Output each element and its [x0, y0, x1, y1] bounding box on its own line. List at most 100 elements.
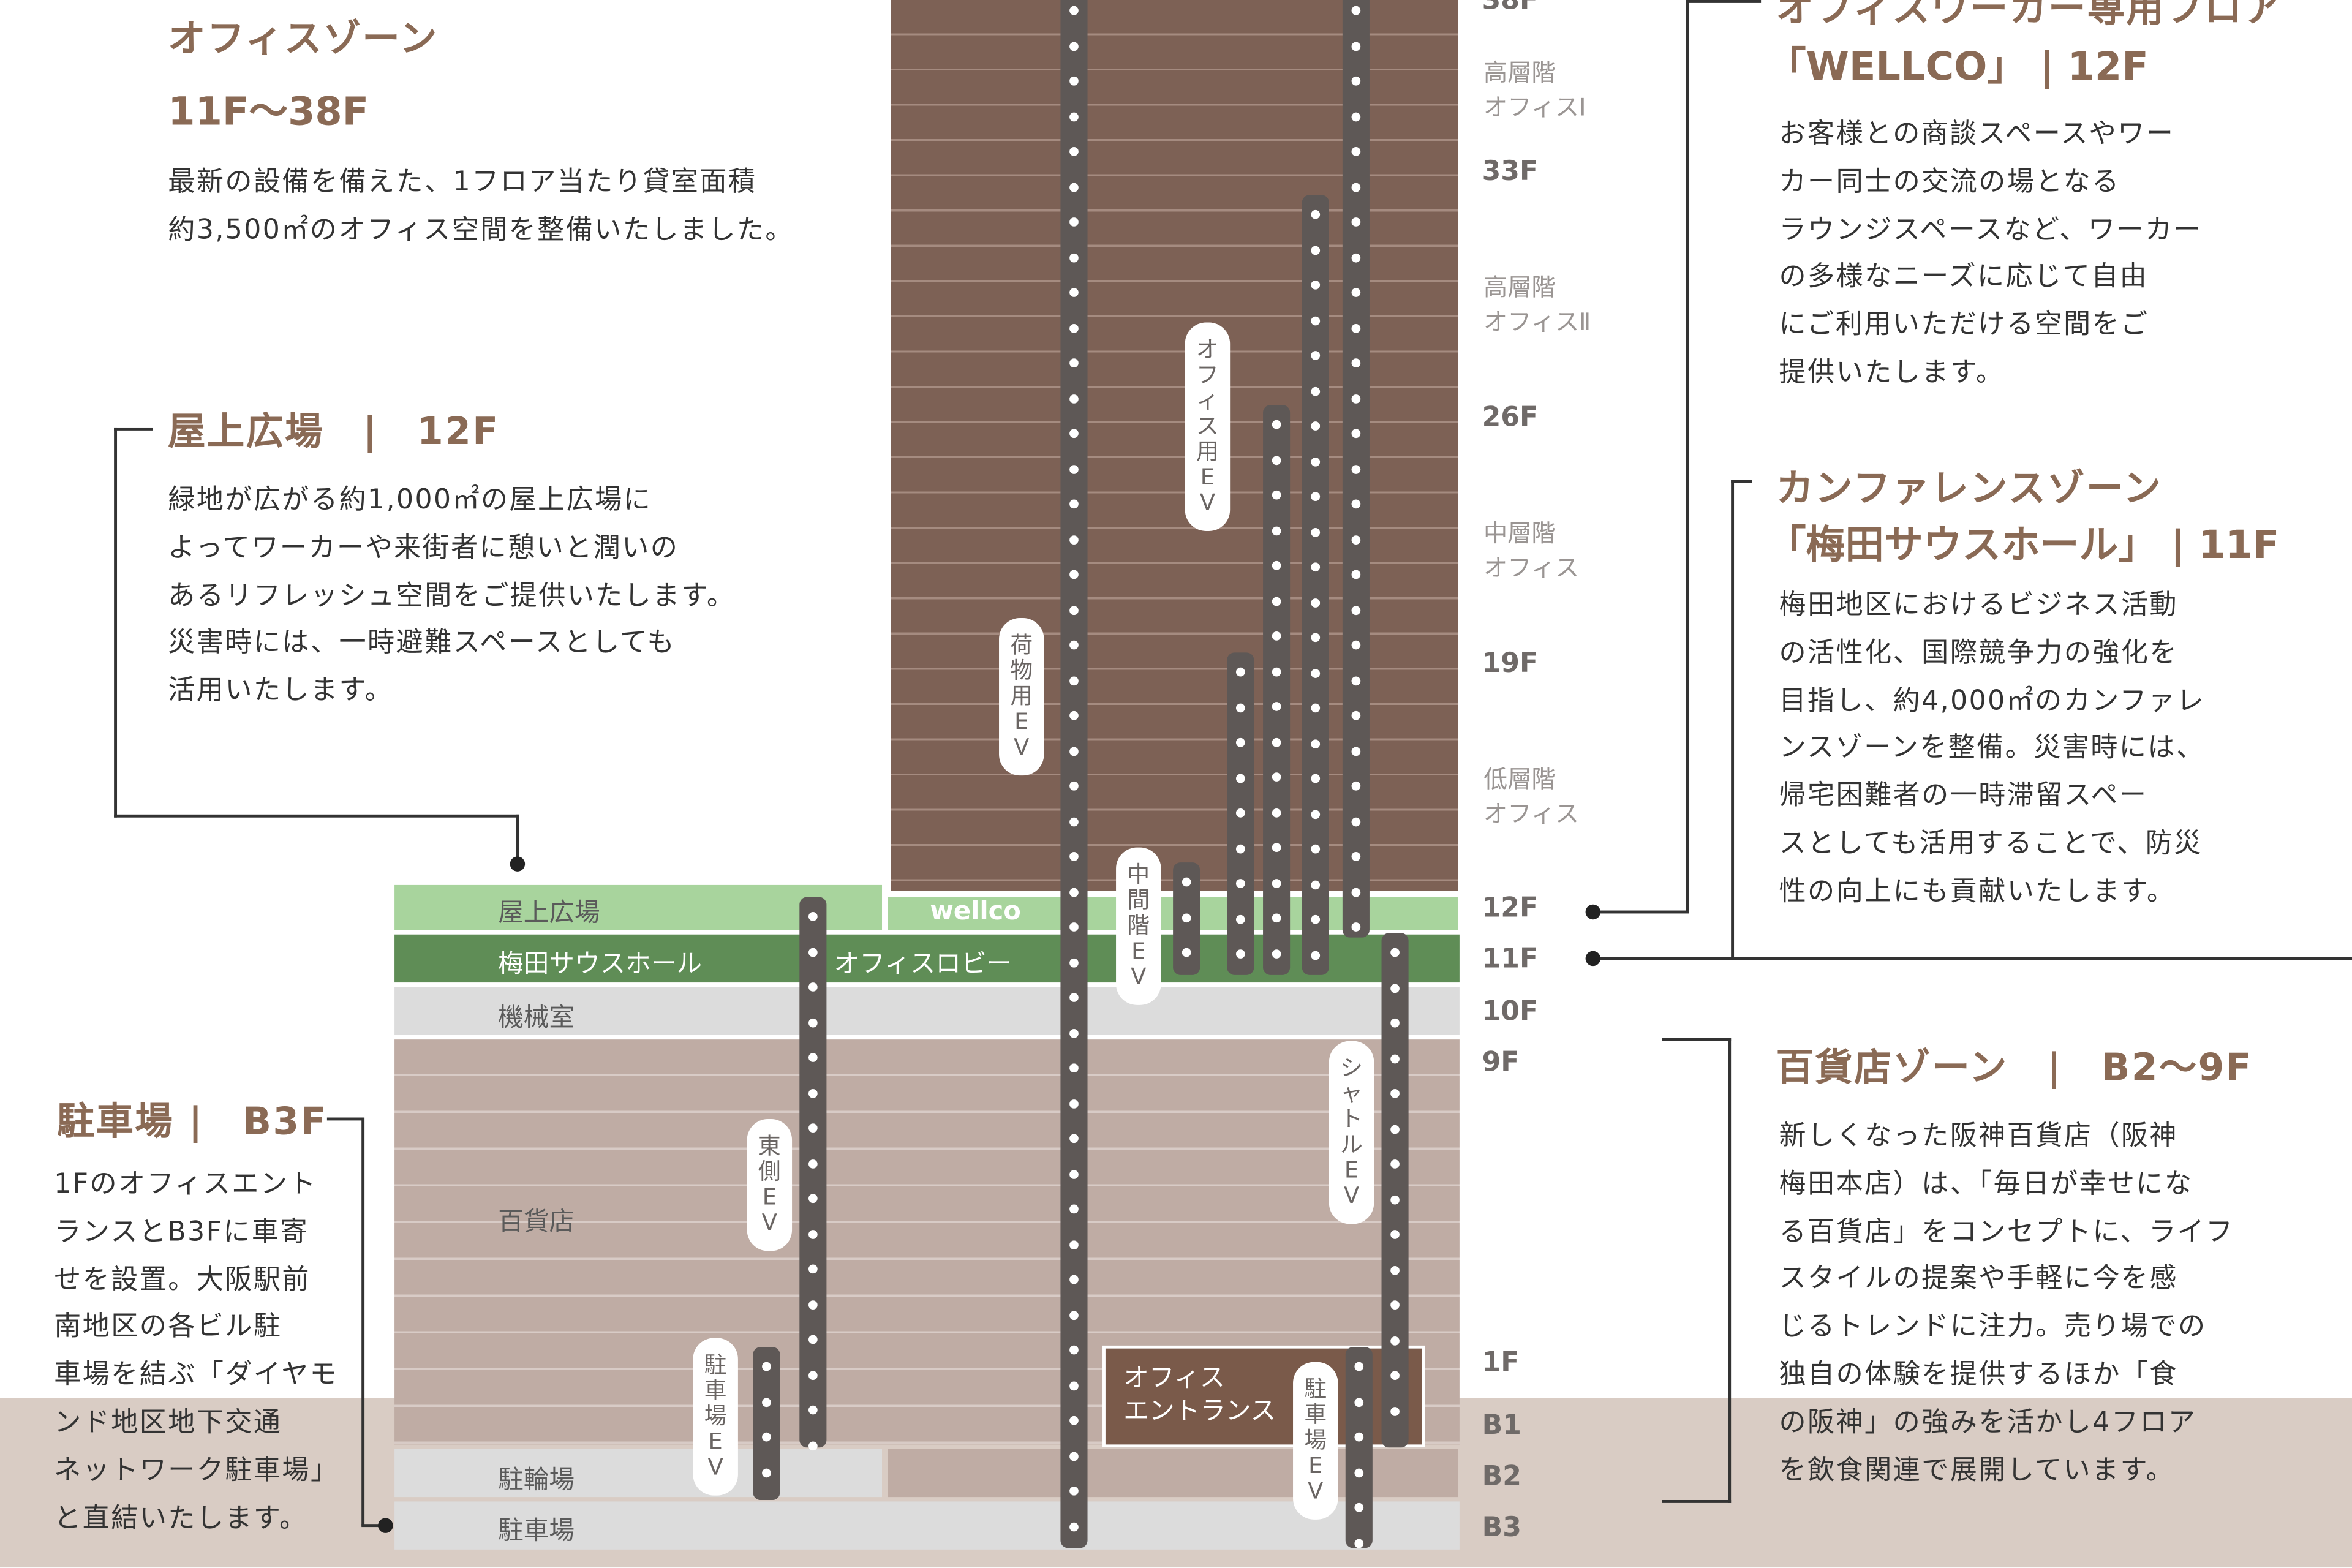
ev-stop-dot	[1311, 703, 1321, 713]
ev-stop-dot	[1069, 1451, 1079, 1461]
ev-stop-dot	[1069, 147, 1079, 156]
ev-stop-dot	[1069, 1486, 1079, 1496]
office-zone-body: 最新の設備を備えた、1フロア当たり貸室面積 約3,500㎡のオフィス空間を整備い…	[168, 166, 794, 246]
ev-stop-dot	[1351, 393, 1361, 403]
floor-9f: 9F	[1482, 1047, 1520, 1079]
ev-stop-dot	[1351, 887, 1361, 897]
ev-stop-dot	[1069, 1134, 1079, 1144]
ev-stop-dot	[1069, 710, 1079, 720]
conf-leader-dot	[1585, 951, 1601, 967]
ev-stop-dot	[1069, 358, 1079, 368]
conference-title: カンファレンスゾーン	[1776, 466, 2163, 510]
ev-stop-dot	[1354, 1362, 1364, 1371]
ev-stop-dot	[809, 947, 818, 957]
ev-stop-dot	[809, 1441, 818, 1450]
office-ev-label: オ フ ィ ス 用 E V	[1185, 322, 1231, 531]
ev-stop-dot	[1069, 605, 1079, 614]
ev-stop-dot	[1069, 1169, 1079, 1178]
floor-10f: 10F	[1482, 996, 1539, 1028]
ev-stop-dot	[762, 1432, 771, 1442]
ev-stop-dot	[1390, 983, 1400, 993]
ev-stop-dot	[1311, 456, 1321, 466]
wellco-leader-b	[1593, 910, 1689, 914]
rooftop-leader-h	[114, 427, 153, 431]
ev-stop-dot	[1235, 914, 1245, 924]
ev-stop-dot	[1311, 562, 1321, 572]
ev-stop-dot	[1272, 737, 1281, 747]
ev-stop-dot	[809, 1194, 818, 1204]
ev-stop-dot	[1069, 1240, 1079, 1249]
dept-zone-title: 百貨店ゾーン | B2〜9F	[1776, 1045, 2253, 1089]
rooftop-body: 緑地が広がる約1,000㎡の屋上広場に よってワーカーや来街者に憩いと潤いの あ…	[168, 484, 736, 707]
ev-stop-dot	[1311, 351, 1321, 360]
ev-stop-dot	[1354, 1538, 1364, 1548]
ev-stop-dot	[1069, 816, 1079, 826]
ev-stop-dot	[1272, 913, 1281, 923]
ev-stop-dot	[1272, 666, 1281, 676]
ev-stop-dot	[1069, 640, 1079, 650]
ev-stop-dot	[1235, 737, 1245, 747]
ev-stop-dot	[1351, 640, 1361, 650]
ev-stop-dot	[1069, 1521, 1079, 1531]
rooftop-leader-dot	[510, 856, 526, 872]
ev-stop-dot	[1354, 1397, 1364, 1406]
dept-leader-v	[1728, 1038, 1732, 1503]
ev-stop-dot	[1272, 843, 1281, 853]
mid-ev-label: 中 間 階 E V	[1116, 847, 1161, 1005]
parking-ev-right-label: 駐 車 場 E V	[1293, 1362, 1338, 1520]
conference-sub: 「梅田サウスホール」 | 11F	[1766, 523, 2280, 569]
parking-leader-v	[361, 1117, 365, 1526]
machine-band	[394, 987, 1460, 1035]
ev-stop-dot	[1182, 913, 1191, 922]
ev-stop-dot	[1272, 490, 1281, 500]
floor-11f: 11F	[1482, 943, 1539, 975]
ev-stop-dot	[1069, 1345, 1079, 1355]
parking-leader-h	[326, 1117, 363, 1121]
ev-stop-dot	[809, 1229, 818, 1238]
ev-stop-dot	[1272, 526, 1281, 535]
ev-stop-dot	[1069, 535, 1079, 544]
ev-stop-dot	[762, 1397, 771, 1406]
ev-stop-dot	[809, 1158, 818, 1168]
ev-stop-dot	[1390, 1088, 1400, 1098]
floor-26f: 26F	[1482, 402, 1539, 434]
ev-stop-dot	[1351, 76, 1361, 86]
ev-stop-dot	[809, 1300, 818, 1309]
ev-stop-dot	[1069, 852, 1079, 861]
hall-label: 梅田サウスホール	[498, 949, 703, 980]
ev-stop-dot	[1272, 560, 1281, 570]
ev-stop-dot	[1272, 702, 1281, 711]
ev-stop-dot	[1311, 421, 1321, 431]
ev-stop-dot	[762, 1362, 771, 1371]
ev-stop-dot	[1390, 1054, 1400, 1063]
ev-stop-dot	[1390, 1194, 1400, 1204]
zone-high2: 高層階 オフィスⅡ	[1483, 273, 1591, 336]
ev-stop-dot	[1272, 420, 1281, 429]
ev-stop-dot	[809, 982, 818, 992]
ev-stop-dot	[1390, 1159, 1400, 1169]
ev-stop-dot	[1354, 1432, 1364, 1442]
ev-stop-dot	[1069, 76, 1079, 86]
ev-stop-dot	[1069, 393, 1079, 403]
ev-stop-dot	[1311, 880, 1321, 889]
conf-leader-t	[1731, 480, 1752, 483]
ev-stop-dot	[1351, 535, 1361, 544]
ev-stop-dot	[1069, 1310, 1079, 1319]
ev-stop-dot	[1069, 1028, 1079, 1038]
zone-low: 低層階 オフィス	[1483, 764, 1580, 828]
office-zone-title: オフィスゾーン	[168, 16, 439, 60]
floor-b3: B3	[1482, 1512, 1521, 1544]
ev-stop-dot	[1390, 1335, 1400, 1345]
rooftop-title: 屋上広場 | 12F	[168, 409, 500, 453]
ev-stop-dot	[1069, 429, 1079, 439]
entrance-label: オフィス エントランス	[1123, 1363, 1276, 1427]
wellco-body: お客様との商談スペースやワー カー同士の交流の場となる ラウンジスペースなど、ワ…	[1779, 118, 2203, 389]
ev-stop-dot	[1390, 948, 1400, 957]
ev-stop-dot	[1311, 597, 1321, 607]
ev-stop-dot	[1272, 772, 1281, 782]
wellco-label: wellco	[930, 897, 1021, 927]
ev-stop-dot	[1351, 852, 1361, 861]
ev-stop-dot	[1390, 1265, 1400, 1275]
machine-label: 機械室	[498, 1003, 575, 1034]
parking-ev-left-label: 駐 車 場 E V	[693, 1338, 738, 1496]
